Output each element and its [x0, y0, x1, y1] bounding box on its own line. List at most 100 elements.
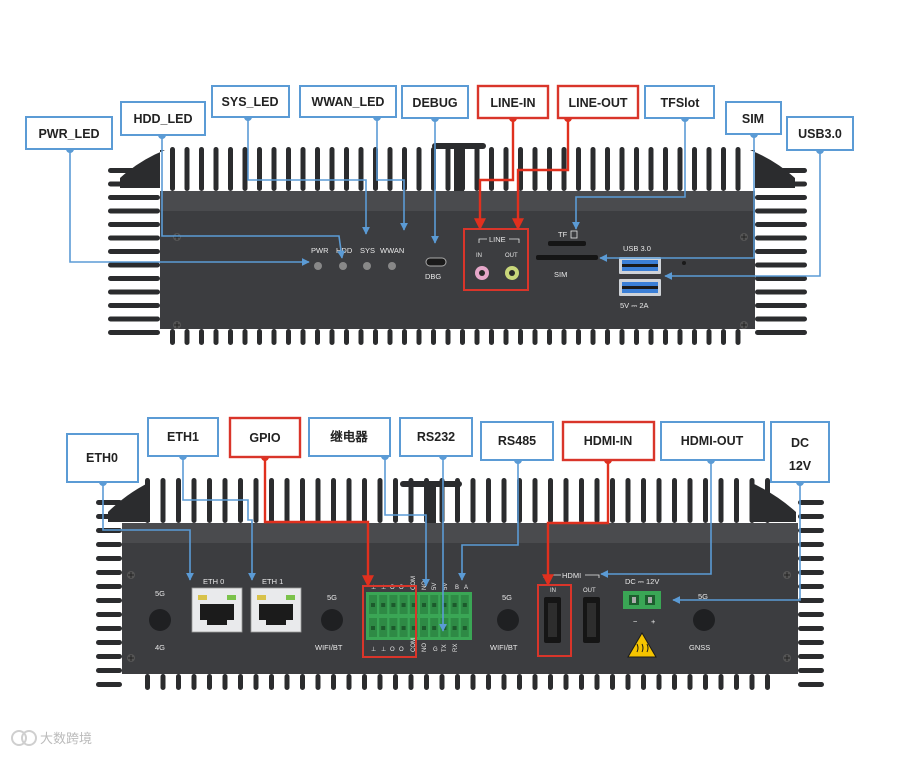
fin-icon: [548, 478, 553, 523]
fin-icon: [344, 147, 349, 191]
callout-12v: 12V: [789, 459, 812, 473]
fin-icon: [503, 329, 509, 345]
callout-line-out-box: [556, 84, 640, 120]
fin-icon: [672, 674, 677, 690]
fin-icon: [286, 329, 291, 345]
dc-plus-label: +: [651, 617, 656, 626]
callout-sys-led: SYS_LED: [222, 95, 279, 109]
callout-line-in-box: [476, 84, 550, 120]
fin-icon: [548, 674, 553, 690]
pin-label: 5V: [432, 583, 438, 590]
terminal-screw: [452, 626, 457, 630]
fin-icon: [207, 674, 212, 690]
fin-icon: [269, 478, 274, 523]
fin-icon: [228, 147, 233, 191]
fin-icon: [755, 222, 807, 227]
fin-icon: [315, 147, 320, 191]
hdmi-icon: [583, 597, 600, 643]
watermark-text: 大数跨境: [40, 732, 92, 747]
fin-icon: [474, 329, 480, 345]
pin-label: ⊥: [371, 584, 376, 591]
callout-eth0: ETH0: [86, 451, 118, 465]
callout-usb30-box: [786, 116, 854, 151]
fin-icon: [108, 303, 160, 308]
fin-icon: [176, 674, 181, 690]
audio-in-label: IN: [476, 253, 482, 259]
fin-icon: [286, 147, 291, 191]
hdmi-in-highlight-box: [537, 584, 572, 657]
antenna-icon: [693, 609, 715, 631]
callout-tfslot-box: [644, 85, 715, 119]
fin-icon: [284, 478, 290, 523]
fin-icon: [199, 147, 204, 191]
terminal-bottom-labels: ⊥ ⊥ O O COM NO G TX RX: [371, 638, 459, 653]
fin-icon: [470, 478, 476, 523]
fin-icon: [184, 329, 190, 345]
callout-pwr-led-box: [25, 116, 113, 150]
pin-label: O: [390, 585, 395, 591]
bottom-left-cap: [108, 482, 150, 522]
fin-icon: [377, 478, 383, 523]
fin-icon: [610, 478, 615, 523]
fin-icon: [721, 147, 726, 191]
fin-icon: [594, 478, 600, 523]
fin-icon: [408, 478, 414, 523]
fin-icon: [199, 329, 204, 345]
fin-icon: [755, 195, 807, 200]
fin-icon: [656, 478, 662, 523]
screw-icon: [783, 571, 791, 579]
fin-icon: [242, 147, 248, 191]
antenna-icon: [497, 609, 519, 631]
antenna-icon: [149, 609, 171, 631]
bottom-panel: 5G 4G ETH 0 ETH 1 5G WIFI/BT ⊥ ⊥ O O C: [96, 478, 824, 690]
fin-icon: [108, 330, 160, 335]
pin-label: 5V: [443, 583, 449, 590]
dbg-label: DBG: [425, 272, 441, 281]
hdmi-in-label: IN: [550, 588, 556, 594]
fin-icon: [501, 478, 507, 523]
fin-icon: [721, 329, 726, 345]
top-callouts: PWR_LED HDD_LED SYS_LED WWAN_LED DEBUG L…: [25, 84, 854, 151]
fin-icon: [561, 329, 567, 345]
fin-icon: [590, 329, 596, 345]
callout-usb30: USB3.0: [798, 127, 842, 141]
wwan-label: WWAN: [380, 246, 404, 255]
fin-icon: [96, 682, 122, 687]
fin-icon: [108, 208, 160, 214]
fin-icon: [213, 147, 219, 191]
fin-icon: [145, 674, 150, 690]
top-leaders: [69, 117, 821, 280]
watermark-logo-icon: [11, 730, 37, 746]
hdmi-out-label: OUT: [583, 588, 596, 594]
callout-hdmi-out-box: [660, 421, 765, 461]
fin-icon: [579, 674, 584, 690]
terminal-screw: [391, 603, 396, 607]
sys-label: SYS: [360, 246, 375, 255]
fin-icon: [439, 674, 445, 690]
fin-icon: [96, 668, 122, 673]
callout-debug-box: [401, 85, 469, 119]
pin-label: RX: [453, 644, 459, 652]
fin-icon: [755, 262, 807, 268]
fin-icon: [486, 478, 491, 523]
fin-icon: [798, 668, 824, 673]
fin-icon: [344, 329, 349, 345]
hdd-label: HDD: [336, 246, 353, 255]
fin-icon: [563, 674, 569, 690]
fin-icon: [798, 598, 824, 603]
fin-icon: [108, 195, 160, 200]
fin-icon: [518, 329, 523, 345]
fin-icon: [300, 478, 305, 523]
callout-pwr-led: PWR_LED: [38, 127, 99, 141]
fin-icon: [431, 329, 436, 345]
fin-icon: [755, 276, 807, 281]
fin-icon: [108, 316, 160, 322]
terminal-screw: [462, 626, 467, 630]
pin-label: NO: [422, 643, 428, 652]
fin-icon: [300, 147, 306, 191]
callout-dc: DC: [791, 436, 809, 450]
bottom-chassis-edge: [122, 523, 798, 543]
callout-wwan-led-box: [299, 85, 397, 118]
fin-icon: [765, 674, 770, 690]
callout-wwan-led: WWAN_LED: [312, 95, 385, 109]
